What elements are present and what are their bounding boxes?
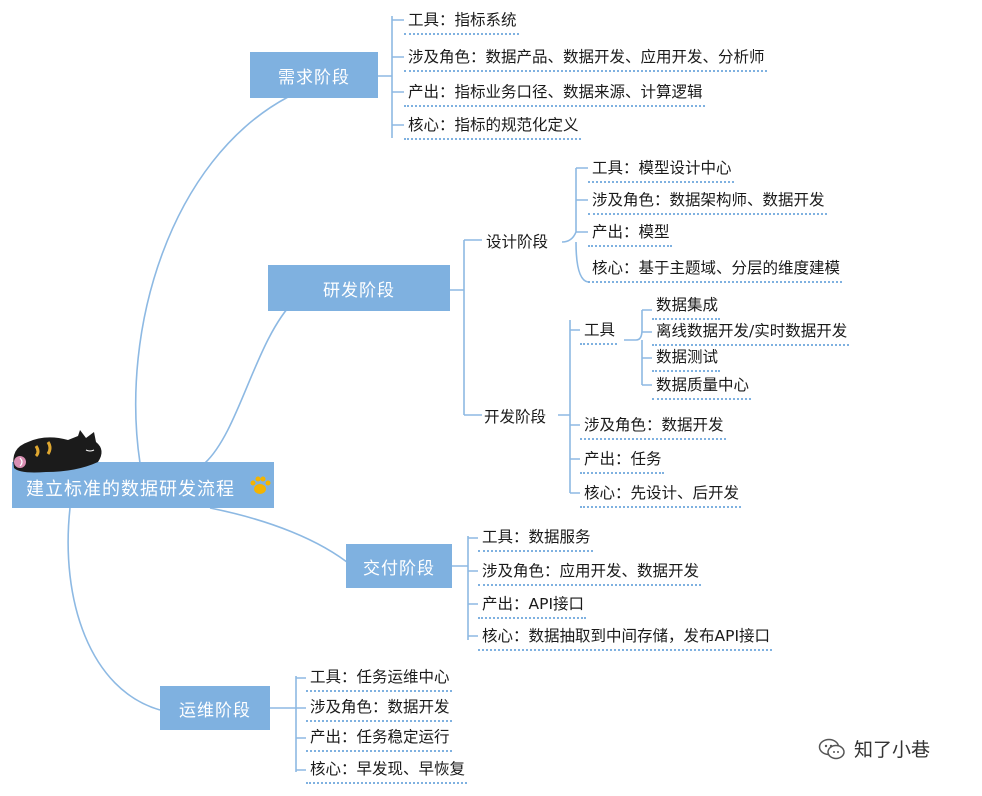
root-node[interactable]: 建立标准的数据研发流程 (12, 462, 274, 508)
link-root-operations (68, 508, 160, 710)
root-label: 建立标准的数据研发流程 (26, 475, 235, 501)
design-core: 核心：基于主题域、分层的维度建模 (588, 258, 842, 283)
design-roles: 涉及角色：数据架构师、数据开发 (588, 190, 827, 215)
bracket-operations (270, 676, 306, 772)
delivery-tool: 工具：数据服务 (478, 527, 593, 552)
wechat-icon (818, 738, 846, 760)
design-tool: 工具：模型设计中心 (588, 158, 734, 183)
requirement-core: 核心：指标的规范化定义 (404, 115, 581, 140)
dev-tool-2: 离线数据开发/实时数据开发 (652, 321, 849, 346)
bracket-dev (558, 320, 580, 493)
operations-tool: 工具：任务运维中心 (306, 667, 452, 692)
substage-dev[interactable]: 开发阶段 (484, 405, 546, 427)
delivery-roles: 涉及角色：应用开发、数据开发 (478, 561, 701, 586)
bracket-development (450, 240, 482, 415)
operations-roles: 涉及角色：数据开发 (306, 697, 452, 722)
cat-icon (6, 428, 110, 474)
paw-icon (248, 474, 272, 498)
link-root-development (205, 300, 295, 463)
stage-requirement[interactable]: 需求阶段 (250, 52, 378, 98)
operations-core: 核心：早发现、早恢复 (306, 759, 467, 784)
dev-core: 核心：先设计、后开发 (580, 483, 741, 508)
substage-design[interactable]: 设计阶段 (486, 230, 548, 252)
dev-output: 产出：任务 (580, 449, 664, 474)
stage-delivery[interactable]: 交付阶段 (346, 544, 452, 588)
delivery-core: 核心：数据抽取到中间存储，发布API接口 (478, 626, 772, 651)
dev-tool-4: 数据质量中心 (652, 375, 751, 400)
stage-development[interactable]: 研发阶段 (268, 265, 450, 311)
requirement-tool: 工具：指标系统 (404, 10, 519, 35)
requirement-roles: 涉及角色：数据产品、数据开发、应用开发、分析师 (404, 47, 767, 72)
dev-tools-label: 工具 (580, 320, 617, 345)
delivery-output: 产出：API接口 (478, 594, 586, 619)
stage-operations[interactable]: 运维阶段 (160, 686, 270, 730)
dev-tool-1: 数据集成 (652, 295, 720, 320)
bracket-requirement (378, 16, 404, 138)
operations-output: 产出：任务稳定运行 (306, 727, 452, 752)
link-root-delivery (210, 508, 352, 566)
dev-tool-3: 数据测试 (652, 347, 720, 372)
bracket-delivery (452, 536, 478, 640)
bracket-design (562, 168, 588, 282)
requirement-output: 产出：指标业务口径、数据来源、计算逻辑 (404, 82, 705, 107)
watermark-text: 知了小巷 (854, 735, 930, 762)
watermark: 知了小巷 (818, 735, 930, 762)
design-output: 产出：模型 (588, 222, 672, 247)
link-root-requirement (136, 97, 288, 463)
bracket-dev-tools (624, 310, 652, 385)
dev-roles: 涉及角色：数据开发 (580, 415, 726, 440)
